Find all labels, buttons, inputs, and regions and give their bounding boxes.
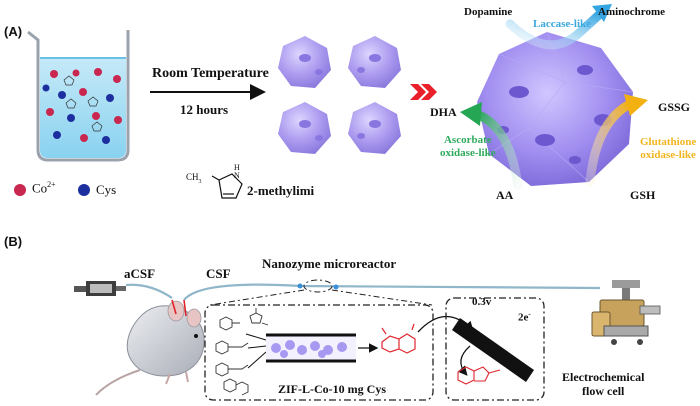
flow-cell-icon [591,280,661,345]
microreactor-box [204,304,434,401]
panel-b-label: (B) [4,234,23,249]
methylimidazole-legend-label: 2-methylimi [247,183,315,198]
crystal-small-2 [348,36,401,88]
crystal-small-3 [278,102,331,154]
laccase-like-label: Laccase-like [533,18,592,30]
syringe-pump-icon [74,281,126,296]
csf-tubing [183,283,601,301]
substrate-arrows [245,333,267,369]
dha-label: DHA [430,105,457,119]
csf-label: CSF [206,266,231,281]
product-structure-red [381,323,416,354]
gssg-label: GSSG [658,100,691,114]
glutathione-arrowhead [624,94,648,116]
imidazole-structure-icon [211,173,243,199]
ascorbate-reaction-arrow [471,109,523,191]
nanozyme-column [266,333,356,363]
aminochrome-label: Aminochrome [598,6,666,18]
crystal-small-4 [348,102,401,154]
magnifier-callout [209,279,433,306]
substrate-structures [215,308,269,396]
crystal-large [477,31,634,186]
electrode-bar [452,318,534,382]
acsf-tubing [125,283,173,299]
co-legend-label: Co2+ [32,180,56,196]
mouse-icon [95,299,205,396]
gsh-label: GSH [630,188,656,202]
cys-legend-label: Cys [96,182,117,197]
laccase-arrowhead [592,4,612,22]
beaker [27,30,130,162]
nanozyme-microreactor-label: Nanozyme microreactor [262,256,397,271]
column-label: ZIF-L-Co-10 mg Cys [278,382,386,396]
electrode-return-arrow [457,345,471,376]
co-ion-legend-dot [14,184,26,196]
glutathione-reaction-arrow [585,99,635,187]
laccase-reaction-arrow [505,9,605,50]
methyl-label: CH3 [186,172,202,185]
crystal-small-1 [278,36,331,88]
ascorbate-arrowhead [460,102,482,126]
voltage-label: 0.3v [472,296,492,308]
cys-legend-dot [78,184,90,196]
reduced-structure-red [457,366,501,385]
electron-label: 2e- [518,310,531,324]
beaker-particles [42,68,122,144]
electrode-box [445,297,545,401]
panel-a-label: (A) [4,24,23,39]
acsf-label: aCSF [124,266,156,281]
step-room-temperature: Room Temperature [152,66,269,81]
step-duration: 12 hours [180,102,229,117]
chevron-right-icon [410,84,437,100]
aa-label: AA [496,188,514,202]
dopamine-label: Dopamine [464,6,513,18]
